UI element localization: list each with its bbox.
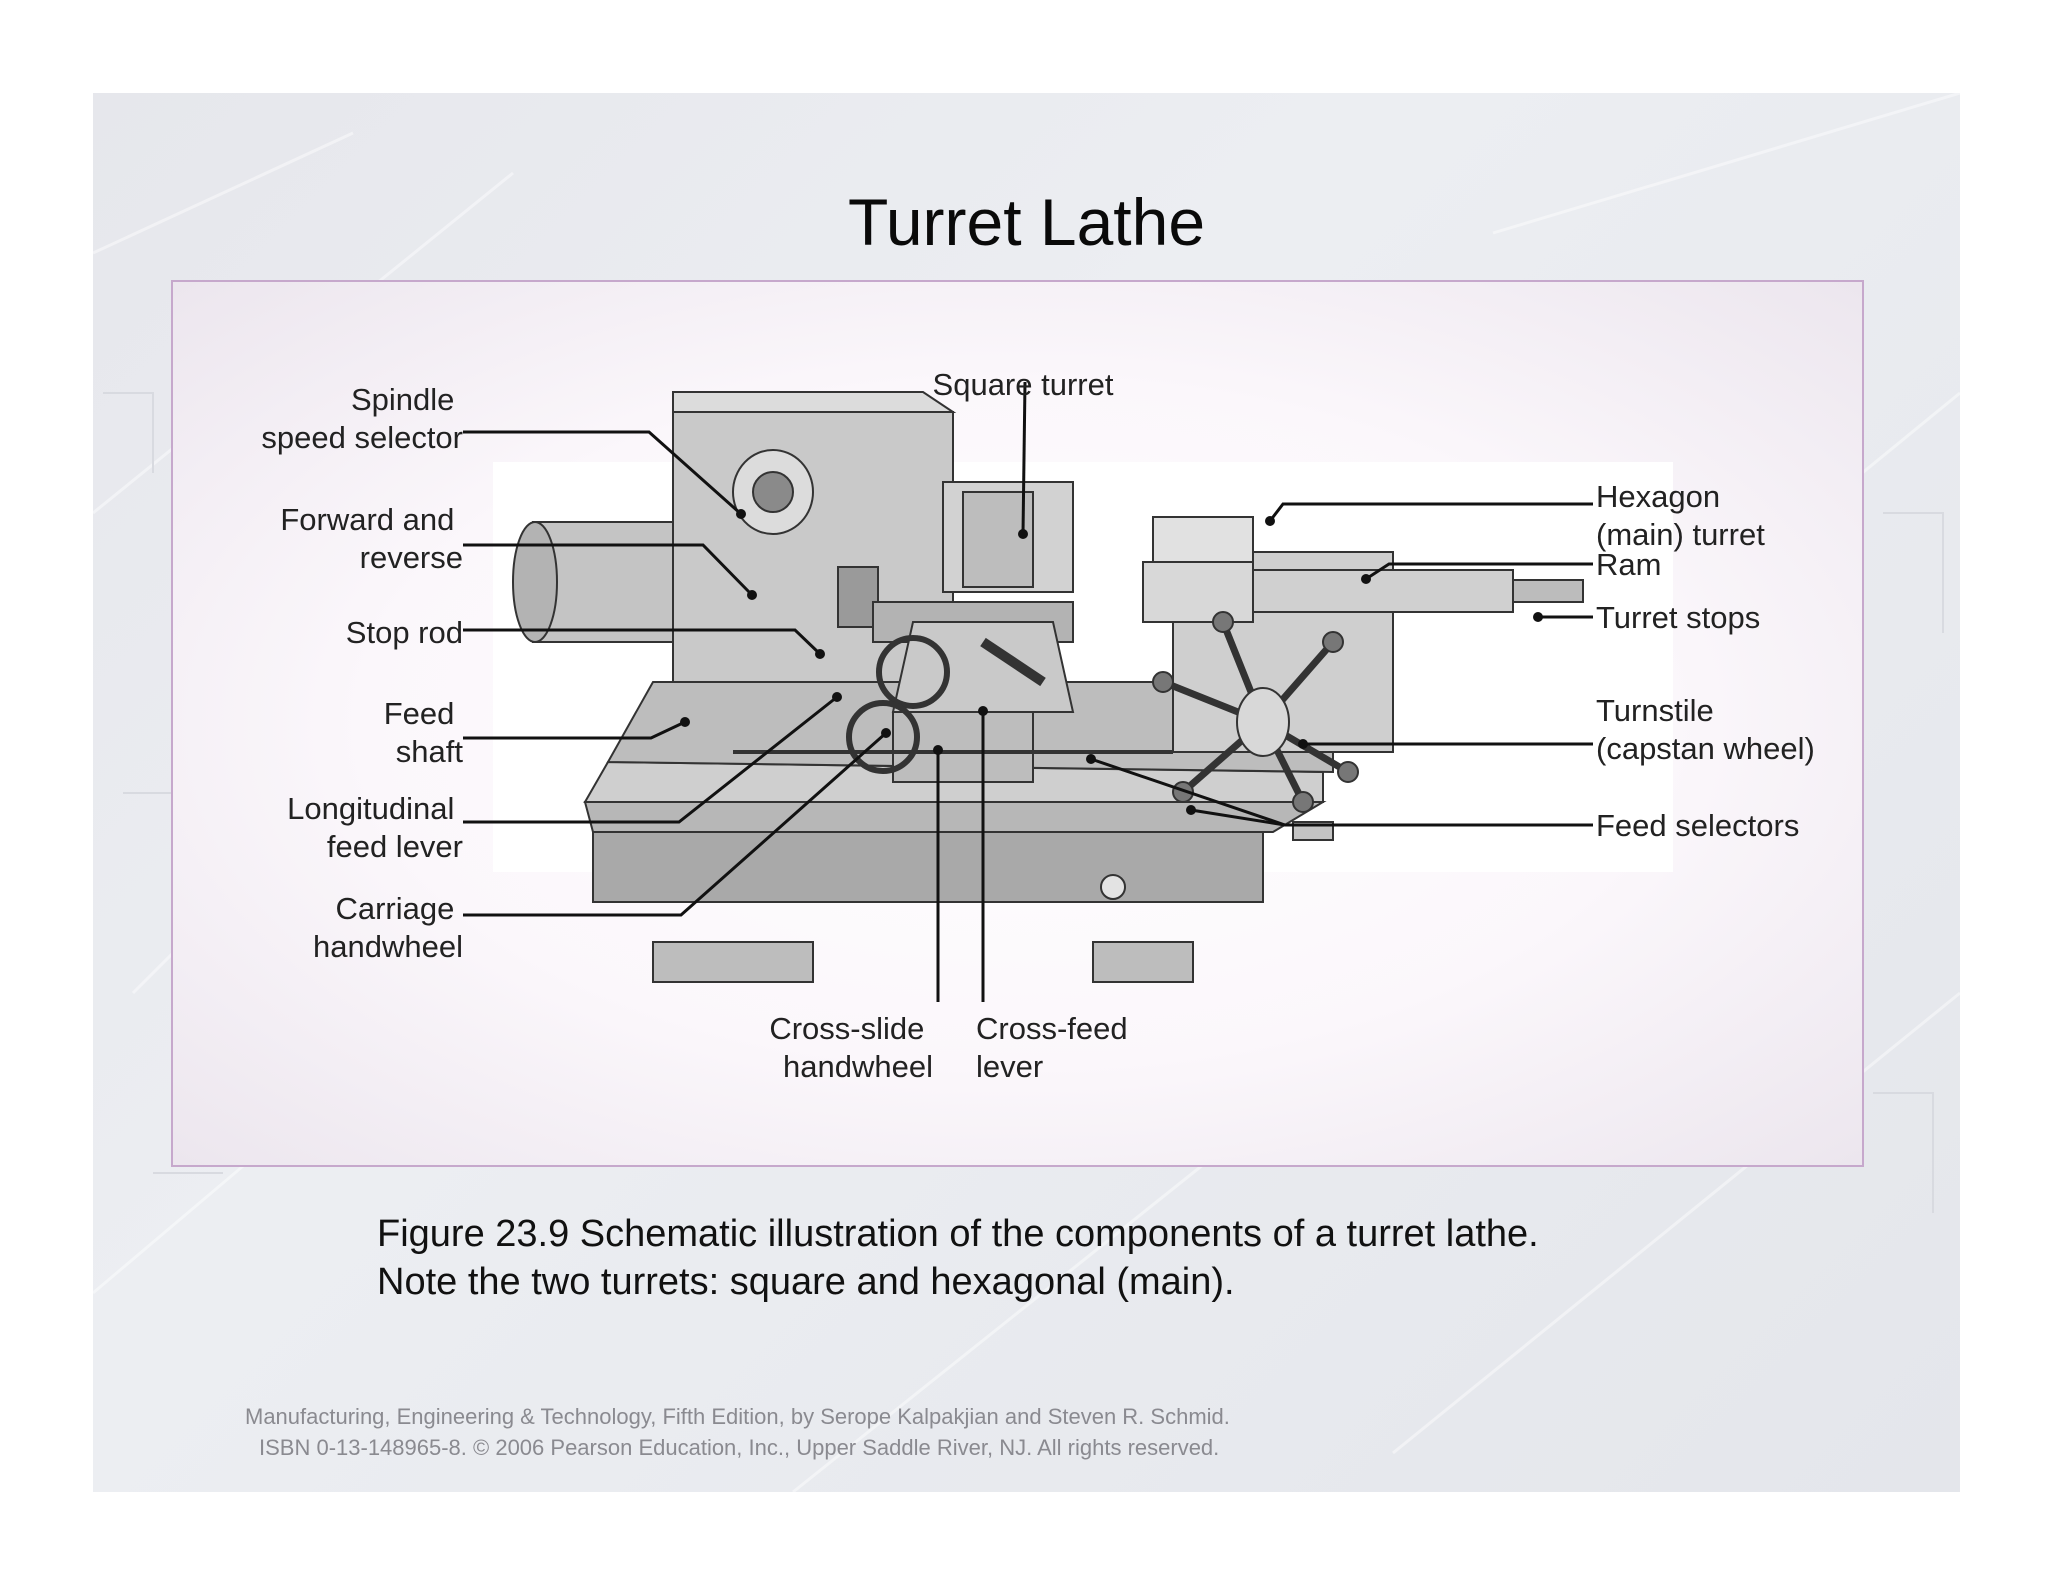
caption-line-2: Note the two turrets: square and hexagon…	[377, 1261, 1235, 1303]
label-line: lever	[976, 1049, 1043, 1084]
label-line: shaft	[396, 734, 464, 769]
label-turnstile: Turnstile (capstan wheel)	[1596, 693, 1815, 766]
label-ram: Ram	[1596, 547, 1661, 582]
label-forward-and-reverse: Forward and reverse	[280, 502, 463, 575]
label-feed-shaft: Feed shaft	[384, 696, 464, 769]
label-stop-rod: Stop rod	[346, 615, 463, 650]
figure-caption: Figure 23.9 Schematic illustration of th…	[377, 1210, 1777, 1306]
label-turret-stops: Turret stops	[1596, 600, 1760, 635]
label-line: Cross-feed	[976, 1011, 1128, 1046]
label-spindle-speed-selector: Spindle speed selector	[261, 382, 463, 455]
label-line: Turnstile	[1596, 693, 1714, 728]
figure-frame: Spindle speed selector Forward and rever…	[171, 280, 1864, 1167]
label-line: Square turret	[933, 367, 1114, 402]
leader-lines	[463, 381, 1593, 1002]
label-line: Hexagon	[1596, 479, 1720, 514]
label-cross-feed-lever: Cross-feed lever	[976, 1011, 1136, 1084]
label-line: reverse	[360, 540, 463, 575]
label-square-turret: Square turret	[933, 367, 1114, 402]
label-longitudinal-feed-lever: Longitudinal feed lever	[287, 791, 463, 864]
label-line: Ram	[1596, 547, 1661, 582]
copyright-credits: Manufacturing, Engineering & Technology,…	[245, 1401, 1245, 1463]
label-line: Longitudinal	[287, 791, 454, 826]
label-line: Stop rod	[346, 615, 463, 650]
label-line: Feed	[384, 696, 455, 731]
label-line: (capstan wheel)	[1596, 731, 1815, 766]
label-line: Feed selectors	[1596, 808, 1799, 843]
label-feed-selectors: Feed selectors	[1596, 808, 1799, 843]
label-line: speed selector	[261, 420, 463, 455]
caption-line-1: Figure 23.9 Schematic illustration of th…	[377, 1213, 1539, 1255]
slide: Turret Lathe	[93, 93, 1960, 1492]
slide-title: Turret Lathe	[847, 185, 1206, 259]
label-line: handwheel	[783, 1049, 933, 1084]
label-line: Carriage	[335, 891, 454, 926]
turret-lathe-diagram: Spindle speed selector Forward and rever…	[261, 367, 1815, 1084]
credits-line-1: Manufacturing, Engineering & Technology,…	[245, 1404, 1230, 1429]
label-carriage-handwheel: Carriage handwheel	[313, 891, 463, 964]
leader-dots	[680, 509, 1543, 815]
label-line: Cross-slide	[769, 1011, 924, 1046]
label-line: feed lever	[327, 829, 463, 864]
label-line: Forward and	[280, 502, 454, 537]
label-hexagon-main-turret: Hexagon (main) turret	[1596, 479, 1765, 552]
credits-line-2: ISBN 0-13-148965-8. © 2006 Pearson Educa…	[259, 1435, 1220, 1460]
label-cross-slide-handwheel: Cross-slide handwheel	[769, 1011, 933, 1084]
label-line: (main) turret	[1596, 517, 1765, 552]
label-line: handwheel	[313, 929, 463, 964]
label-line: Turret stops	[1596, 600, 1760, 635]
label-line: Spindle	[351, 382, 454, 417]
